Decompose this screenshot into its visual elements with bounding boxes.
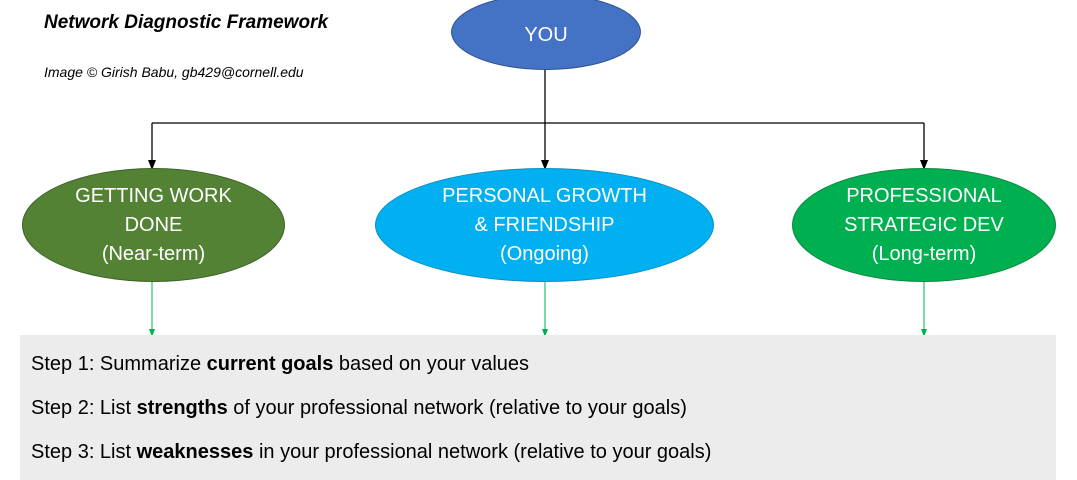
step-3-suffix: in your professional network (relative t… — [253, 441, 712, 463]
node-professional-strategic: PROFESSIONAL STRATEGIC DEV (Long-term) — [792, 168, 1056, 282]
step-1-bold: current goals — [206, 353, 334, 375]
node-right-line1: PROFESSIONAL — [846, 184, 1002, 207]
step-1-suffix: based on your values — [333, 353, 530, 375]
node-center-line2: & FRIENDSHIP — [474, 213, 615, 236]
root-node-you: YOU — [451, 0, 641, 70]
node-left-line3: (Near-term) — [101, 242, 206, 265]
node-right-line3: (Long-term) — [871, 242, 977, 265]
root-node-label: YOU — [524, 23, 568, 46]
node-getting-work-done: GETTING WORK DONE (Near-term) — [22, 168, 285, 282]
node-right-line2: STRATEGIC DEV — [844, 213, 1004, 236]
step-2-bold: strengths — [136, 397, 228, 419]
node-center-line3: (Ongoing) — [500, 242, 589, 265]
step-3: Step 3: List weaknesses in your professi… — [31, 441, 711, 464]
step-2-suffix: of your professional network (relative t… — [227, 397, 687, 419]
node-left-line1: GETTING WORK — [75, 184, 232, 207]
image-credit: Image © Girish Babu, gb429@cornell.edu — [44, 64, 304, 80]
node-center-line1: PERSONAL GROWTH — [442, 184, 647, 207]
steps-panel: Step 1: Summarize current goals based on… — [20, 335, 1056, 480]
step-3-prefix: Step 3: List — [31, 441, 137, 463]
node-left-line2: DONE — [124, 213, 183, 236]
step-2-prefix: Step 2: List — [31, 397, 137, 419]
node-personal-growth: PERSONAL GROWTH & FRIENDSHIP (Ongoing) — [375, 168, 714, 282]
step-1-prefix: Step 1: Summarize — [31, 353, 207, 375]
step-3-bold: weaknesses — [136, 441, 254, 463]
diagram-title: Network Diagnostic Framework — [44, 12, 329, 33]
step-2: Step 2: List strengths of your professio… — [31, 397, 687, 420]
step-1: Step 1: Summarize current goals based on… — [31, 353, 529, 376]
